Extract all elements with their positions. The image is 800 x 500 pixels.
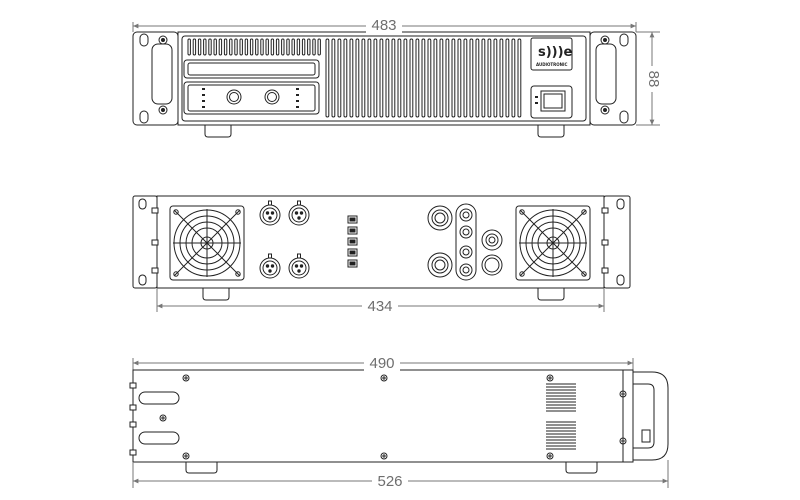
front-view: s)))e AUDIOTRONIC [132,22,660,138]
fan-left-icon [169,205,245,281]
binding-post-icon [455,203,477,281]
label-front-width: 483 [371,17,396,34]
front-foot-left [204,125,232,138]
rear-view [132,195,631,312]
front-foot-right [537,125,565,138]
led-indicator-icon [202,88,299,108]
side-slot-upper [138,391,180,405]
volume-knob-icon [226,89,280,105]
power-switch-button [540,90,566,112]
front-top-vents [187,38,321,56]
front-screw-icon [158,35,610,115]
side-vents [546,383,576,450]
rear-panel [156,195,605,289]
speakon-output-icon [427,205,453,278]
label-front-height: 88 [645,71,662,88]
side-screw-icon [159,374,627,460]
side-slot-lower [138,431,180,445]
front-handle-left [151,43,173,105]
rear-foot-left [202,288,230,301]
label-rear-width: 434 [367,298,392,315]
front-main-vents [325,38,522,118]
label-side-depth-inner: 490 [369,355,394,372]
power-switch-frame [530,85,573,119]
rear-foot-right [537,288,565,301]
side-view [129,358,669,488]
brand-logo: s)))e [538,45,573,60]
label-side-depth-total: 526 [377,473,402,490]
front-control-panel [183,81,320,115]
front-rack-ear-right [589,31,637,126]
front-rack-ear-left [132,31,179,126]
front-logo-badge [530,37,573,71]
side-foot-rear [565,462,598,474]
front-handle-right [595,43,617,105]
dimension-labels: 483 88 434 490 526 [362,16,662,490]
xlr-input-connectors [259,200,310,279]
brand-tagline: AUDIOTRONIC [536,62,567,67]
fuse-holder-icon [481,229,503,276]
side-foot-front [185,462,218,474]
power-indicator-icon [535,96,538,104]
front-display-window [183,59,320,79]
dip-switches [347,215,358,268]
fan-right-icon [515,205,591,281]
side-handle [632,371,669,461]
